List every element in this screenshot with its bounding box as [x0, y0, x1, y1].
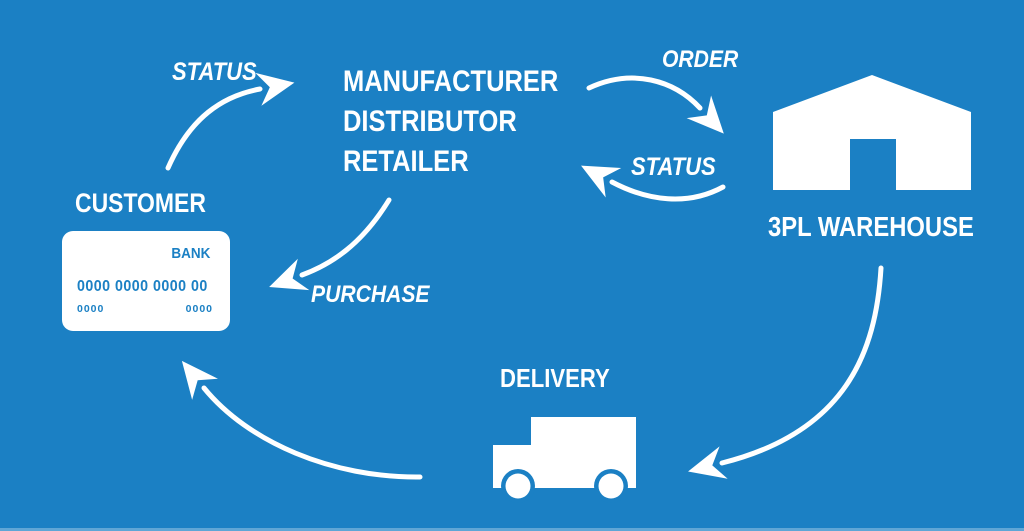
card-number: 0000 0000 0000 00	[77, 278, 208, 295]
bottom-edge-highlight	[0, 528, 1024, 531]
warehouse-label: 3PL WAREHOUSE	[768, 211, 974, 242]
arrow-purchase-manufacturer-to-customer	[269, 197, 392, 291]
arrow-order-manufacturer-to-warehouse	[586, 75, 724, 134]
credit-card-icon: BANK 0000 0000 0000 00 0000 0000	[62, 231, 230, 331]
customer-label: CUSTOMER	[75, 188, 206, 218]
status-label-middle: STATUS	[631, 153, 716, 181]
arrow-delivery-to-customer	[181, 360, 423, 480]
retailer-line: RETAILER	[343, 145, 469, 178]
card-bottom-right-digits: 0000	[185, 303, 213, 315]
arrow-status-customer-to-manufacturer	[165, 72, 295, 171]
status-label-top: STATUS	[172, 58, 257, 86]
delivery-label: DELIVERY	[500, 363, 610, 393]
order-label: ORDER	[662, 46, 739, 73]
manufacturer-line: MANUFACTURER	[343, 65, 559, 98]
arrow-warehouse-to-delivery	[688, 265, 884, 479]
card-bottom-left-digits: 0000	[77, 303, 105, 315]
manufacturer-node: MANUFACTURER DISTRIBUTOR RETAILER	[343, 62, 558, 182]
warehouse-icon	[773, 75, 971, 190]
delivery-truck-icon	[493, 417, 636, 503]
arrow-status-warehouse-to-manufacturer	[581, 165, 726, 202]
purchase-label: PURCHASE	[311, 281, 430, 308]
card-bank-label: BANK	[170, 245, 210, 262]
distributor-line: DISTRIBUTOR	[343, 105, 517, 138]
